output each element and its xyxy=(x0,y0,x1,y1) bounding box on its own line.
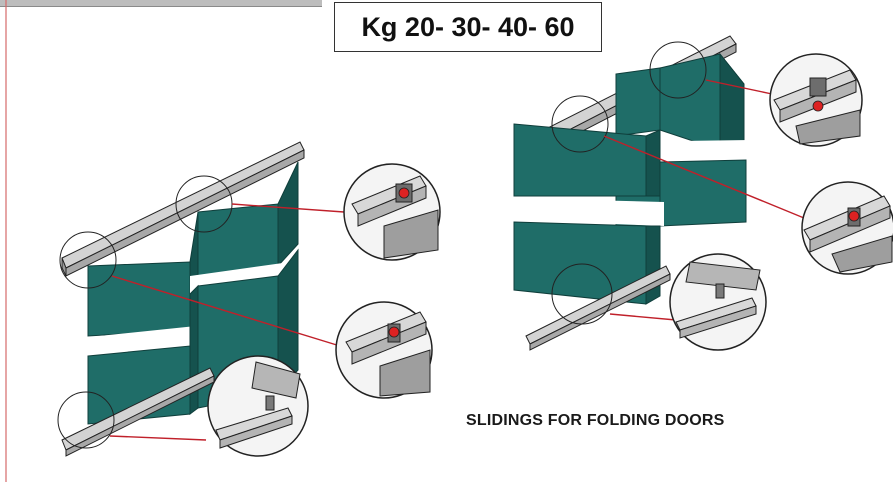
right-detail-circle-bottom-guide xyxy=(669,253,767,351)
left-locator-circle-top-left xyxy=(59,231,117,289)
diagram-caption: SLIDINGS FOR FOLDING DOORS xyxy=(466,412,725,429)
left-detail-circle-hanger xyxy=(335,301,433,399)
right-locator-circle-top-left xyxy=(551,95,609,153)
right-locator-circle-bottom xyxy=(551,263,613,325)
left-folding-door-assembly xyxy=(57,141,441,457)
left-leader-lines xyxy=(109,203,345,441)
right-locator-circle-top-right xyxy=(649,41,707,99)
corner-header-strip xyxy=(0,0,322,7)
left-top-rail xyxy=(61,141,305,277)
left-bottom-rail xyxy=(61,367,215,457)
left-detail-circle-bottom-guide xyxy=(207,355,309,457)
right-detail-circle-carriage xyxy=(769,53,863,147)
capacity-title: Kg 20- 30- 40- 60 xyxy=(361,11,575,42)
right-detail-circle-hanger xyxy=(801,181,893,275)
right-folding-door-assembly xyxy=(506,35,893,351)
capacity-title-box: Kg 20- 30- 40- 60 xyxy=(334,2,602,52)
right-leader-lines xyxy=(603,79,805,321)
right-bottom-rail xyxy=(525,265,671,351)
right-door-panels xyxy=(506,52,750,305)
left-detail-circle-carriage xyxy=(343,163,441,261)
left-locator-circle-bottom xyxy=(57,391,115,449)
